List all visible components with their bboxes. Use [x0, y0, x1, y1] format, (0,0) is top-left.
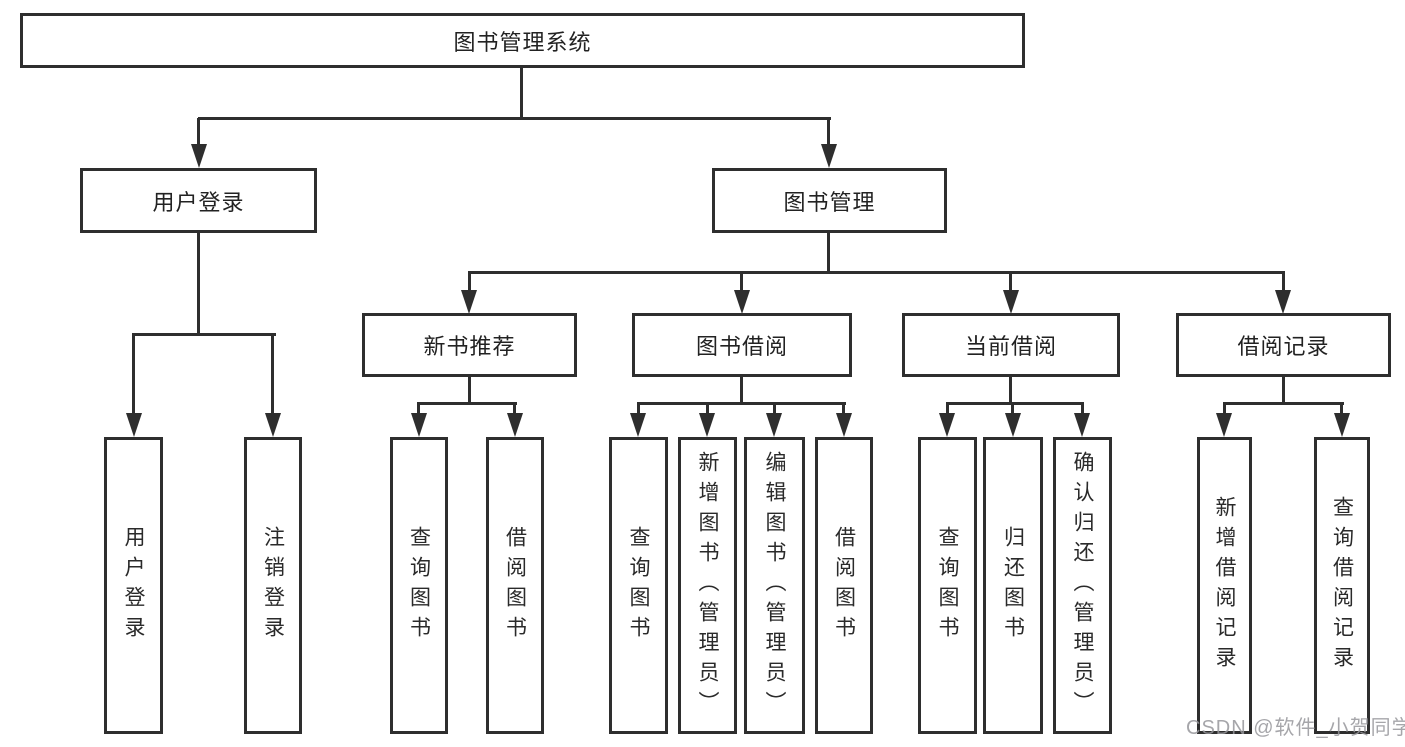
leaf-query-books-borrow: 查询图书 [609, 437, 668, 734]
connector-line [513, 404, 516, 417]
node-new-book-recommend-label: 新书推荐 [423, 334, 516, 359]
leaf-logout-login-label: 注销登录 [261, 525, 285, 646]
connector-arrow-down [1003, 290, 1019, 314]
leaf-borrow-books-recommend-label: 借阅图书 [503, 525, 527, 646]
node-current-borrow: 当前借阅 [902, 313, 1120, 377]
connector-line [1282, 273, 1285, 293]
connector-line [946, 402, 1084, 405]
watermark: CSDN @软件_小贺同学 [1186, 717, 1405, 739]
node-user-login: 用户登录 [80, 168, 317, 233]
leaf-query-borrow-record-label: 查询借阅记录 [1330, 495, 1354, 676]
connector-line [197, 233, 200, 336]
connector-line [637, 402, 846, 405]
leaf-add-borrow-record: 新增借阅记录 [1197, 437, 1252, 734]
connector-line [1009, 377, 1012, 405]
connector-line [706, 404, 709, 417]
connector-line [132, 333, 276, 336]
connector-arrow-down [1334, 413, 1350, 437]
node-book-borrow: 图书借阅 [632, 313, 852, 377]
connector-arrow-down [1074, 413, 1090, 437]
connector-line [417, 404, 420, 417]
leaf-query-books-current-label: 查询图书 [936, 525, 959, 646]
leaf-confirm-return-admin: 确认归还（管理员） [1053, 437, 1112, 734]
leaf-return-books: 归还图书 [983, 437, 1043, 734]
node-book-management: 图书管理 [712, 168, 947, 233]
connector-line [637, 404, 640, 417]
connector-arrow-down [630, 413, 646, 437]
connector-arrow-down [1005, 413, 1021, 437]
leaf-edit-book-admin-label: 编辑图书（管理员） [763, 450, 786, 721]
node-borrow-records: 借阅记录 [1176, 313, 1391, 377]
leaf-add-book-admin: 新增图书（管理员） [678, 437, 737, 734]
connector-line [1223, 404, 1226, 417]
node-book-management-label: 图书管理 [783, 189, 876, 215]
connector-arrow-down [126, 413, 142, 437]
connector-line [827, 118, 830, 148]
node-root-label: 图书管理系统 [453, 29, 592, 55]
connector-line [946, 404, 949, 417]
leaf-borrow-books-recommend: 借阅图书 [486, 437, 544, 734]
connector-arrow-down [821, 144, 837, 168]
connector-arrow-down [699, 413, 715, 437]
node-user-login-label: 用户登录 [152, 189, 245, 215]
connector-line [1009, 273, 1012, 293]
connector-arrow-down [265, 413, 281, 437]
connector-line [1011, 404, 1014, 417]
leaf-query-books-recommend: 查询图书 [390, 437, 448, 734]
connector-arrow-down [461, 290, 477, 314]
connector-arrow-down [939, 413, 955, 437]
leaf-logout-login: 注销登录 [244, 437, 302, 734]
connector-line [132, 335, 135, 417]
connector-line [271, 335, 274, 417]
leaf-borrow-books-borrow: 借阅图书 [815, 437, 873, 734]
leaf-return-books-label: 归还图书 [1001, 525, 1025, 646]
connector-arrow-down [191, 144, 207, 168]
connector-arrow-down [411, 413, 427, 437]
connector-arrow-down [507, 413, 523, 437]
leaf-edit-book-admin: 编辑图书（管理员） [744, 437, 805, 734]
connector-line [827, 233, 830, 274]
leaf-add-borrow-record-label: 新增借阅记录 [1213, 495, 1236, 676]
leaf-query-borrow-record: 查询借阅记录 [1314, 437, 1370, 734]
connector-line [417, 402, 517, 405]
node-borrow-records-label: 借阅记录 [1237, 334, 1330, 359]
leaf-confirm-return-admin-label: 确认归还（管理员） [1071, 450, 1094, 721]
connector-arrow-down [1216, 413, 1232, 437]
connector-arrow-down [1275, 290, 1291, 314]
connector-arrow-down [766, 413, 782, 437]
node-root: 图书管理系统 [20, 13, 1025, 68]
connector-line [468, 377, 471, 405]
connector-line [1282, 377, 1285, 405]
connector-line [740, 377, 743, 405]
leaf-user-login: 用户登录 [104, 437, 163, 734]
leaf-query-books-current: 查询图书 [918, 437, 977, 734]
leaf-add-book-admin-label: 新增图书（管理员） [696, 450, 719, 721]
connector-line [842, 404, 845, 417]
leaf-query-books-recommend-label: 查询图书 [407, 525, 431, 646]
connector-line [773, 404, 776, 417]
connector-line [1081, 404, 1084, 417]
leaf-borrow-books-borrow-label: 借阅图书 [832, 525, 856, 646]
connector-line [520, 68, 523, 120]
connector-line [468, 273, 471, 293]
leaf-query-books-borrow-label: 查询图书 [627, 525, 650, 646]
connector-line [198, 117, 831, 120]
connector-arrow-down [734, 290, 750, 314]
connector-line [1340, 404, 1343, 417]
node-current-borrow-label: 当前借阅 [964, 334, 1057, 359]
connector-line [468, 271, 1285, 274]
leaf-user-login-label: 用户登录 [122, 525, 145, 646]
connector-line [740, 273, 743, 293]
node-book-borrow-label: 图书借阅 [695, 334, 788, 359]
connector-arrow-down [836, 413, 852, 437]
node-new-book-recommend: 新书推荐 [362, 313, 577, 377]
connector-line [1223, 402, 1344, 405]
connector-line [197, 118, 200, 148]
